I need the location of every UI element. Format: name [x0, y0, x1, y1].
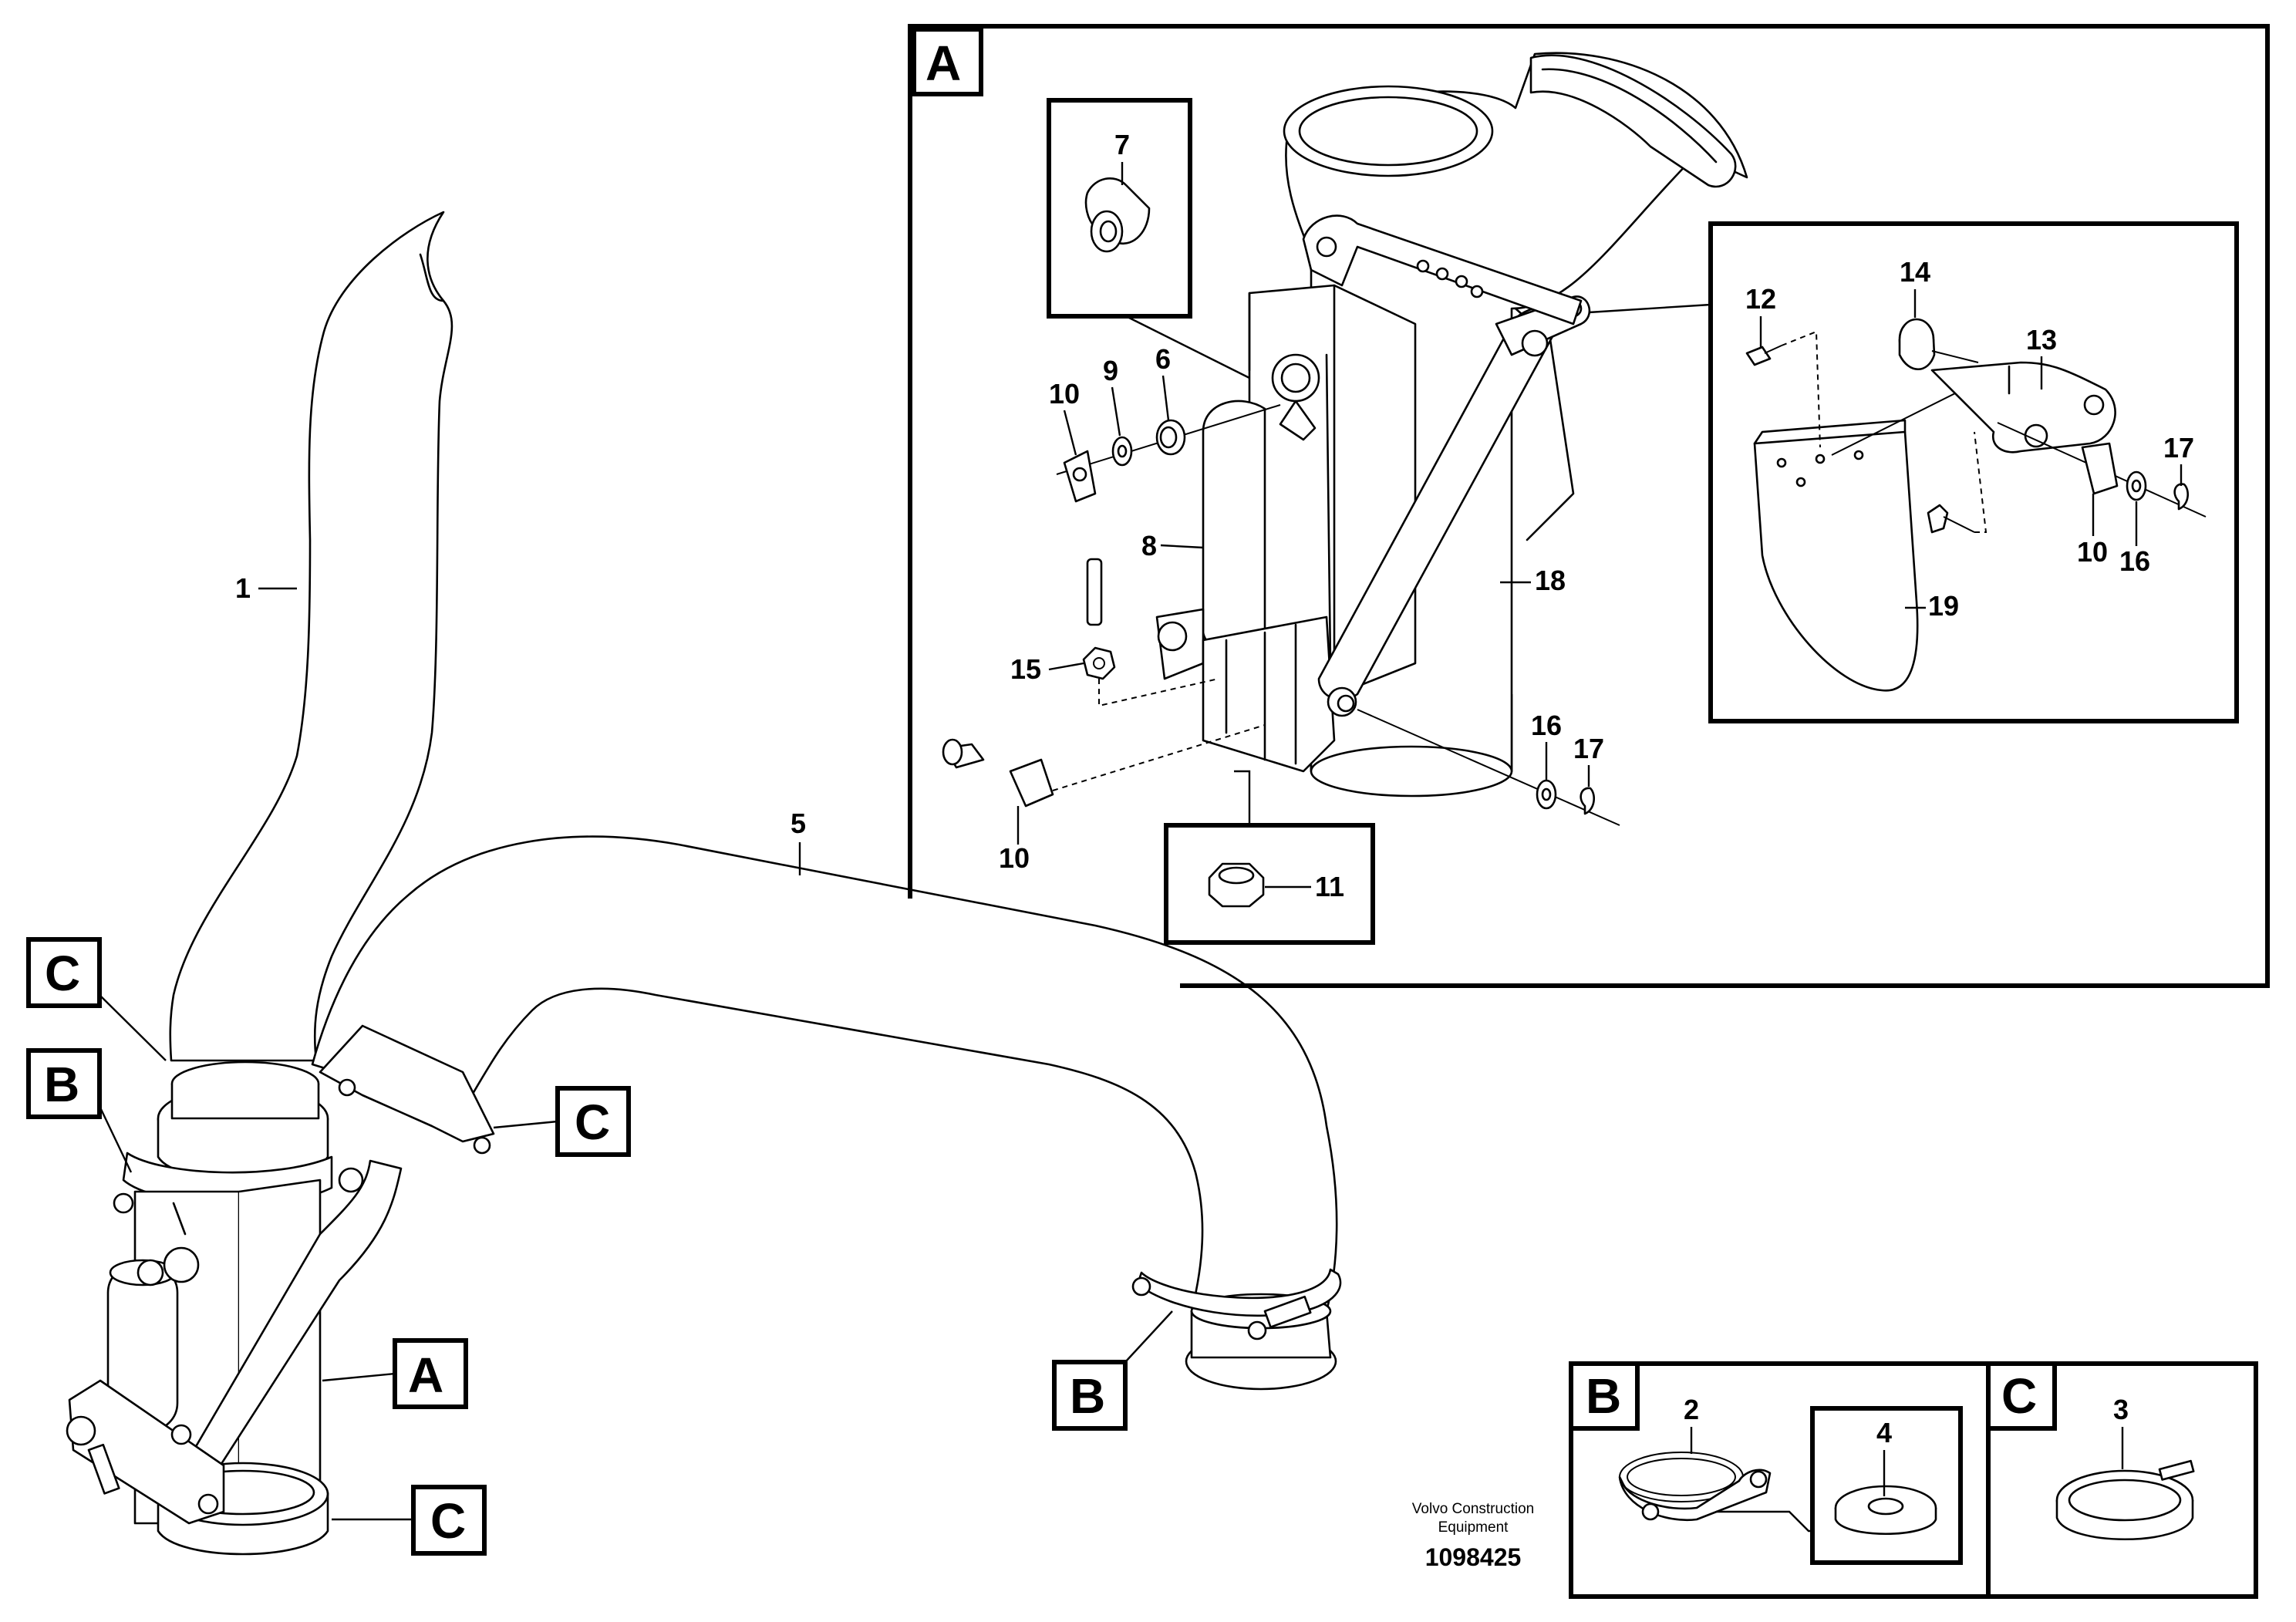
part-4-inset: 4 [1810, 1406, 1963, 1565]
callout-number-19: 19 [1928, 590, 1959, 622]
callout-number-9: 9 [1103, 355, 1118, 386]
curved-exhaust-pipe [311, 835, 1338, 1313]
part-16-washer-lower [1536, 779, 1557, 810]
callout-number-17-a: 17 [1573, 733, 1604, 764]
detail-c-letter: C [2001, 1368, 2037, 1424]
callout-1: 1 [235, 572, 297, 604]
callout-number-8: 8 [1141, 530, 1157, 561]
callout-number-10-b: 10 [999, 842, 1030, 874]
detail-bc-panel: B 2 4 C 3 [1569, 1361, 2258, 1599]
lower-bracket [66, 1379, 225, 1525]
part-11-inset: 11 [1164, 770, 1375, 945]
callout-number-11: 11 [1315, 871, 1344, 902]
svg-text:C: C [45, 946, 80, 1001]
callout-number-1: 1 [235, 572, 251, 604]
part-10-clip-upper [1063, 450, 1097, 503]
svg-text:C: C [430, 1493, 466, 1549]
upper-link-bar [1302, 214, 1583, 325]
svg-text:A: A [408, 1347, 443, 1403]
flap-plate [1753, 430, 1919, 692]
callout-5: 5 [791, 808, 806, 875]
actuator-cylinder [106, 1246, 200, 1432]
callout-number-7: 7 [1114, 129, 1130, 160]
svg-text:B: B [44, 1057, 79, 1112]
callout-number-13: 13 [2026, 324, 2057, 356]
letter-box-a-main: A [322, 1338, 468, 1409]
exhaust-stack-pipe [169, 211, 453, 1062]
callout-number-16-b: 16 [2119, 545, 2150, 577]
upper-pipe-joint [157, 1061, 329, 1182]
callout-number-2: 2 [1684, 1394, 1699, 1425]
brand-line-1: Volvo Construction [1412, 1501, 1534, 1517]
detail-a-letter: A [925, 35, 961, 91]
callout-number-4: 4 [1876, 1417, 1892, 1448]
detail-a-panel: A [908, 24, 2270, 988]
callout-number-5: 5 [791, 808, 806, 839]
letter-box-c-upper-left: C [26, 937, 167, 1061]
lever-arm [172, 1159, 403, 1498]
callout-number-14: 14 [1900, 256, 1930, 288]
svg-text:B: B [1070, 1368, 1105, 1424]
detail-actuator [1202, 353, 1320, 651]
callout-number-12: 12 [1745, 283, 1776, 315]
detail-b-letter: B [1586, 1368, 1621, 1424]
part-15-stud-nut [1082, 558, 1219, 707]
main-assembly [66, 211, 1342, 1556]
part-17-ring-lower [1580, 787, 1596, 815]
part-2-clamp: 2 [1618, 1394, 1812, 1533]
callout-number-15: 15 [1010, 653, 1041, 685]
letter-box-b-outlet: B [1052, 1310, 1173, 1431]
part-10-clip-lower [942, 724, 1266, 808]
letter-box-c-lower: C [332, 1485, 487, 1556]
callout-number-3: 3 [2113, 1394, 2129, 1425]
callout-number-18: 18 [1535, 565, 1566, 596]
callout-number-10-a: 10 [1049, 378, 1080, 410]
part-3-ring-clamp: 3 [2055, 1394, 2195, 1541]
drawing-number: 1098425 [1425, 1543, 1522, 1571]
brand-line-2: Equipment [1438, 1519, 1509, 1536]
callout-number-6: 6 [1155, 343, 1171, 375]
part-7-inset: 7 [1047, 98, 1250, 379]
pipe-lower-bell [1310, 694, 1513, 798]
drawing-footer: Volvo Construction Equipment 1098425 [1412, 1501, 1534, 1571]
letter-box-b-upper-left: B [26, 1048, 133, 1173]
outlet-clamp [1131, 1268, 1342, 1340]
part-6-bushing [1155, 419, 1186, 456]
callout-number-10-c: 10 [2077, 536, 2108, 568]
callout-number-16-a: 16 [1531, 710, 1562, 741]
callout-number-17-b: 17 [2163, 432, 2194, 464]
detail-a-sub-inset: 12 14 13 17 10 16 19 [1588, 221, 2239, 723]
detail-bracket-fork [1155, 608, 1336, 773]
svg-text:C: C [575, 1094, 610, 1150]
letter-box-c-right: C [493, 1086, 631, 1157]
part-9-washer [1111, 436, 1133, 467]
